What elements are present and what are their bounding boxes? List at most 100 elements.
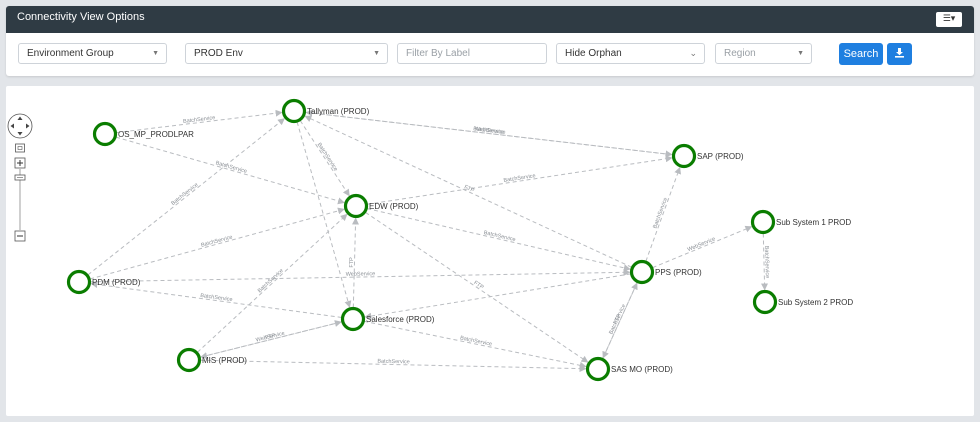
node-os-mp[interactable]: OS_MP_PRODLPAR (92, 121, 195, 147)
node-salesforce[interactable]: Salesforce (PROD) (340, 306, 435, 332)
edge-label: BatchService (483, 230, 516, 243)
edge-pdm-pps[interactable] (90, 268, 631, 283)
node-label: SAP (PROD) (697, 152, 744, 161)
minus-icon[interactable] (14, 230, 26, 242)
download-icon (895, 48, 904, 58)
plus-icon[interactable] (14, 157, 26, 169)
edge-label: BatchService (503, 173, 536, 184)
connectivity-graph[interactable]: BatchServiceBatchServiceBatchServiceWebS… (6, 86, 974, 416)
edge-label: WebService (474, 126, 504, 135)
node-label: SAS MO (PROD) (611, 365, 673, 374)
download-button[interactable] (887, 43, 912, 65)
label-filter-field[interactable] (397, 43, 547, 64)
edge-label: BatchService (652, 197, 669, 230)
node-label: MIS (PROD) (202, 356, 247, 365)
node-sub2[interactable]: Sub System 2 PROD (752, 289, 854, 315)
pan-arrows-icon[interactable] (7, 113, 33, 139)
node-label: Tallyman (PROD) (307, 107, 370, 116)
node-ring[interactable] (340, 306, 366, 332)
edge-pps-tallyman[interactable] (304, 115, 632, 268)
edge-pps-sub1[interactable] (652, 225, 753, 269)
node-ring[interactable] (92, 121, 118, 147)
node-ring[interactable] (629, 259, 655, 285)
environment-group-value: Environment Group (27, 48, 114, 59)
edge-salesforce-sasmo[interactable] (364, 320, 587, 369)
node-label: Sub System 1 PROD (776, 218, 851, 227)
edge-pps-sap[interactable] (645, 166, 681, 262)
node-tallyman[interactable]: Tallyman (PROD) (281, 98, 370, 124)
edge-tallyman-edw[interactable] (299, 120, 350, 197)
node-ring[interactable] (671, 143, 697, 169)
node-ring[interactable] (750, 209, 776, 235)
node-label: OS_MP_PRODLPAR (118, 130, 194, 139)
node-ring[interactable] (585, 356, 611, 382)
edge-mis-sasmo[interactable] (200, 359, 587, 373)
edge-label: FTP (472, 280, 484, 291)
edge-label: BatchService (257, 268, 285, 294)
environment-select[interactable]: PROD Env ▼ (185, 43, 388, 64)
edge-salesforce-mis[interactable] (200, 321, 342, 359)
graph-edges: BatchServiceBatchServiceBatchServiceWebS… (87, 109, 770, 373)
node-mis[interactable]: MIS (PROD) (176, 347, 248, 373)
node-ring[interactable] (66, 269, 92, 295)
node-label: PPS (PROD) (655, 268, 702, 277)
chevron-down-icon: ▼ (152, 50, 159, 57)
edge-sub1-sub2[interactable] (761, 233, 769, 291)
edge-label: WebService (346, 271, 376, 278)
chevron-down-icon: ▼ (797, 50, 804, 57)
edge-label: BatchService (200, 234, 233, 248)
edge-label: BatchService (763, 246, 770, 279)
node-ring[interactable] (176, 347, 202, 373)
edge-label: FTP (613, 313, 623, 325)
edge-mis-edw[interactable] (197, 213, 348, 353)
edge-os_mp-edw[interactable] (115, 136, 345, 205)
orphan-select[interactable]: Hide Orphan ⌄ (556, 43, 705, 64)
edge-sap-tallyman[interactable] (305, 109, 673, 156)
environment-value: PROD Env (194, 48, 243, 59)
node-sasmo[interactable]: SAS MO (PROD) (585, 356, 674, 382)
edge-salesforce-pdm[interactable] (90, 281, 342, 318)
edge-label: FTP (463, 184, 475, 194)
node-sub1[interactable]: Sub System 1 PROD (750, 209, 852, 235)
node-ring[interactable] (752, 289, 778, 315)
orphan-value: Hide Orphan (565, 48, 622, 59)
edge-label: BatchService (316, 142, 339, 172)
node-ring[interactable] (281, 98, 307, 124)
edge-label: BatchService (170, 182, 199, 207)
label-filter-input[interactable] (398, 44, 546, 63)
region-value: Region (724, 48, 756, 59)
edge-edw-pps[interactable] (367, 208, 631, 272)
node-label: Salesforce (PROD) (366, 315, 435, 324)
edge-label: BatchService (200, 293, 233, 303)
region-select[interactable]: Region ▼ (715, 43, 812, 64)
hamburger-menu-button[interactable]: ☰▾ (936, 12, 962, 27)
edge-edw-sap[interactable] (367, 155, 673, 205)
node-label: EDW (PROD) (369, 202, 419, 211)
fit-screen-icon[interactable] (15, 143, 25, 153)
edge-pps-salesforce[interactable] (364, 273, 631, 320)
edge-label: FTP (349, 257, 355, 268)
filter-bar: Environment Group ▼ PROD Env ▼ Hide Orph… (6, 33, 974, 76)
node-label: Sub System 2 PROD (778, 298, 853, 307)
node-pps[interactable]: PPS (PROD) (629, 259, 703, 285)
node-ring[interactable] (343, 193, 369, 219)
chevron-down-icon: ⌄ (689, 48, 697, 58)
edge-label: BatchService (183, 115, 216, 125)
edge-label: BatchService (473, 126, 506, 136)
node-label: PDM (PROD) (92, 278, 141, 287)
options-panel: Connectivity View Options ☰▾ Environment… (6, 6, 974, 76)
environment-group-select[interactable]: Environment Group ▼ (18, 43, 167, 64)
edge-label: BatchService (460, 335, 493, 347)
edge-label: BatchService (215, 160, 248, 175)
zoom-slider[interactable] (14, 169, 26, 230)
node-sap[interactable]: SAP (PROD) (671, 143, 744, 169)
node-edw[interactable]: EDW (PROD) (343, 193, 419, 219)
edge-label: FTP (265, 333, 277, 341)
graph-nodes: Tallyman (PROD) OS_MP_PRODLPAR SAP (PROD) E… (66, 98, 854, 382)
edge-edw-sasmo[interactable] (365, 212, 589, 363)
edge-pdm-edw[interactable] (89, 207, 345, 280)
node-pdm[interactable]: PDM (PROD) (66, 269, 141, 295)
search-button[interactable]: Search (839, 43, 883, 65)
edge-salesforce-edw[interactable] (352, 217, 360, 308)
